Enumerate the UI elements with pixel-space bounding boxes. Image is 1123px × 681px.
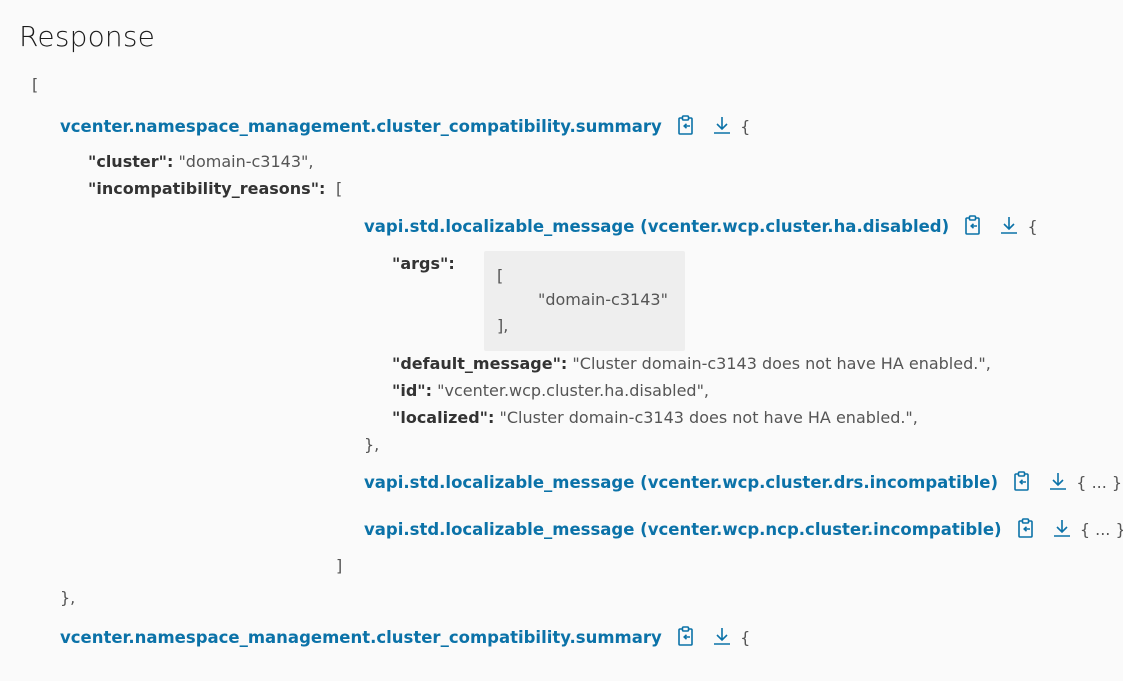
cluster-key: "cluster": (88, 152, 174, 171)
localized-key: "localized": (392, 408, 495, 427)
reasons-close-bracket: ] (336, 556, 343, 575)
message-type-link[interactable]: vapi.std.localizable_message (vcenter.wc… (364, 217, 950, 236)
default-message-key: "default_message": (392, 354, 568, 373)
download-icon[interactable] (711, 625, 733, 647)
page-title: Response (19, 20, 156, 53)
reasons-open-bracket: [ (336, 179, 343, 198)
args-item: "domain-c3143" (538, 290, 668, 309)
cluster-field: "cluster": "domain-c3143", (88, 152, 313, 171)
default-message-field: "default_message": "Cluster domain-c3143… (392, 354, 991, 373)
id-field: "id": "vcenter.wcp.cluster.ha.disabled", (392, 381, 709, 400)
args-open-bracket: [ (497, 266, 504, 285)
summary-row: vcenter.namespace_management.cluster_com… (60, 114, 750, 136)
collapsed-object-toggle[interactable]: { ... }, (1076, 473, 1123, 492)
message-close-brace: }, (364, 435, 380, 454)
download-icon[interactable] (998, 214, 1020, 236)
message-row: vapi.std.localizable_message (vcenter.wc… (364, 517, 1123, 539)
message-row: vapi.std.localizable_message (vcenter.wc… (364, 470, 1123, 492)
id-key: "id": (392, 381, 433, 400)
response-open-bracket: [ (32, 75, 39, 94)
summary-open-brace: { (740, 628, 751, 647)
copy-clipboard-icon[interactable] (1015, 517, 1037, 539)
localized-value: "Cluster domain-c3143 does not have HA e… (499, 408, 918, 427)
default-message-value: "Cluster domain-c3143 does not have HA e… (572, 354, 991, 373)
copy-clipboard-icon[interactable] (962, 214, 984, 236)
args-close-bracket: ], (497, 316, 509, 335)
localized-field: "localized": "Cluster domain-c3143 does … (392, 408, 918, 427)
id-value: "vcenter.wcp.cluster.ha.disabled", (437, 381, 710, 400)
summary-row: vcenter.namespace_management.cluster_com… (60, 625, 750, 647)
download-icon[interactable] (1051, 517, 1073, 539)
copy-clipboard-icon[interactable] (1011, 470, 1033, 492)
download-icon[interactable] (711, 114, 733, 136)
message-type-link[interactable]: vapi.std.localizable_message (vcenter.wc… (364, 520, 1002, 539)
download-icon[interactable] (1047, 470, 1069, 492)
incompatibility-reasons-key: "incompatibility_reasons": (88, 179, 326, 198)
message-row: vapi.std.localizable_message (vcenter.wc… (364, 214, 1038, 236)
copy-clipboard-icon[interactable] (675, 625, 697, 647)
cluster-value: "domain-c3143", (178, 152, 314, 171)
summary-type-link[interactable]: vcenter.namespace_management.cluster_com… (60, 117, 662, 136)
args-value-box: [ "domain-c3143" ], (484, 251, 685, 351)
args-key: "args": (392, 254, 455, 273)
summary-open-brace: { (740, 117, 751, 136)
summary-close-brace: }, (60, 588, 76, 607)
message-open-brace: { (1027, 217, 1038, 236)
message-type-link[interactable]: vapi.std.localizable_message (vcenter.wc… (364, 473, 999, 492)
copy-clipboard-icon[interactable] (675, 114, 697, 136)
collapsed-object-toggle[interactable]: { ... }, (1079, 520, 1123, 539)
summary-type-link[interactable]: vcenter.namespace_management.cluster_com… (60, 628, 662, 647)
